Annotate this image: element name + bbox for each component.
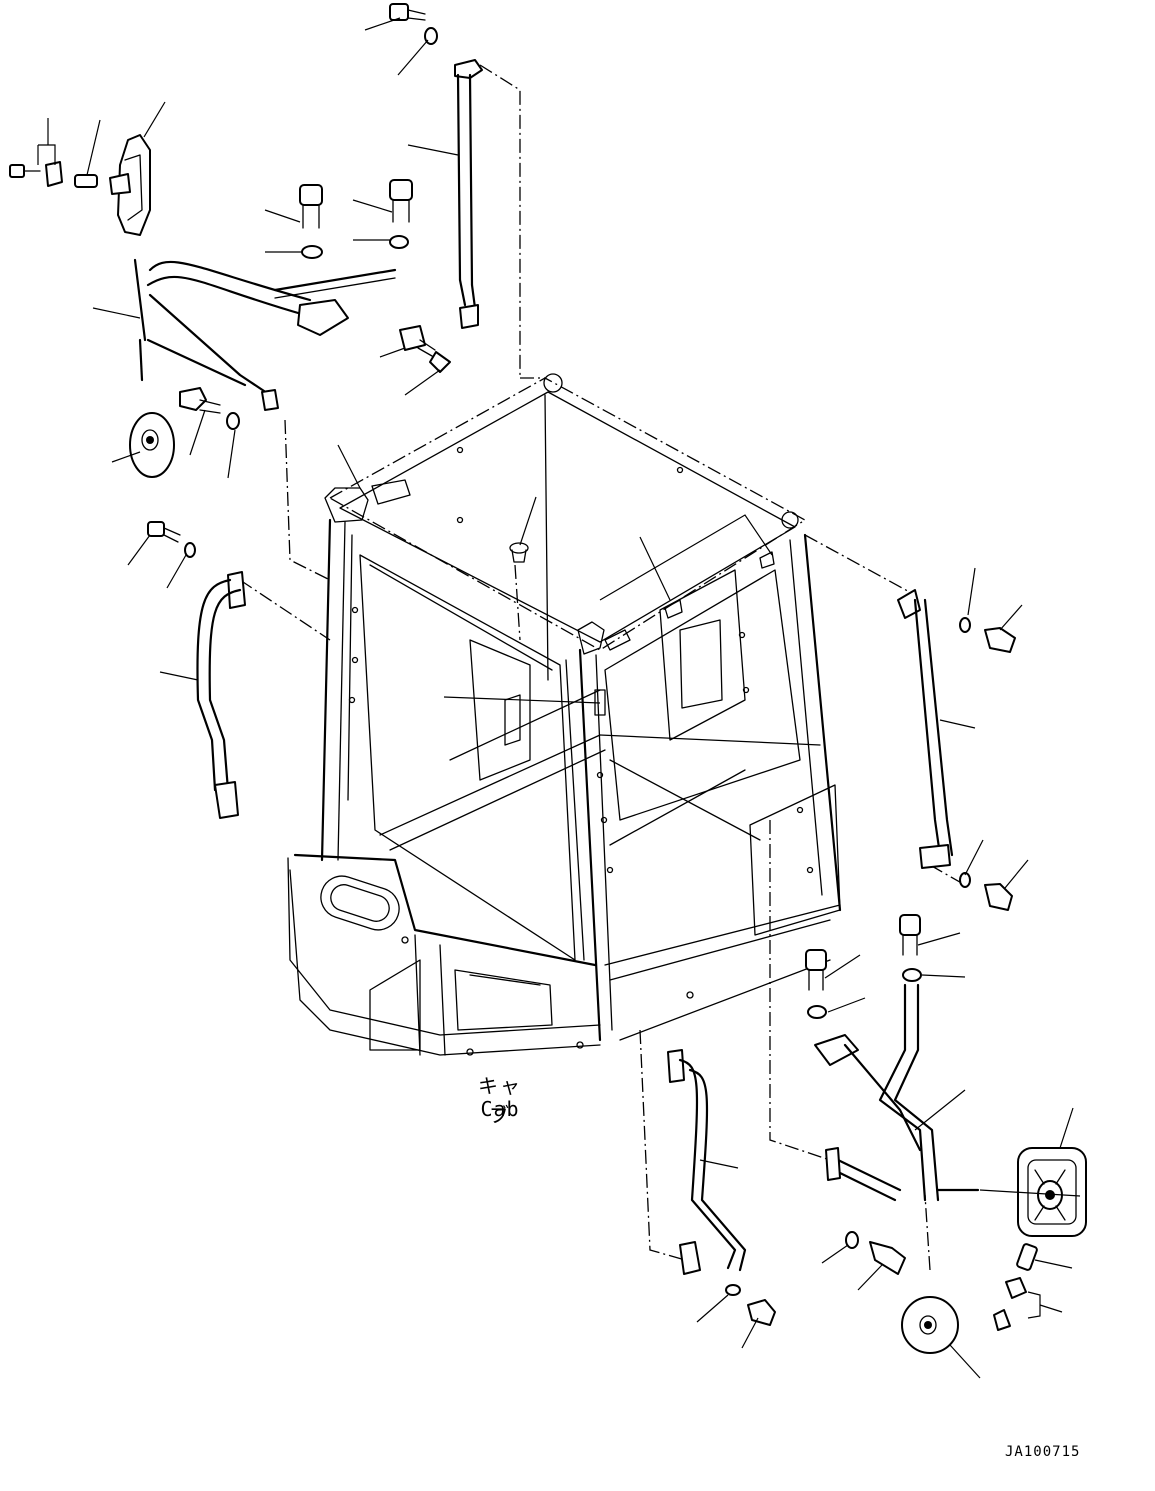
handrail-right [897, 589, 1016, 911]
phantom-lines [239, 64, 966, 1271]
handrail-left [147, 521, 246, 819]
cab-label-japanese: キャブ [478, 1074, 522, 1127]
mirror-assembly-right [805, 914, 1087, 1354]
drawing-id: JA100715 [1005, 1444, 1081, 1460]
handrail-bottom [667, 1049, 776, 1326]
cab-label-english: Cab [480, 1097, 520, 1121]
handrail-top [389, 3, 483, 373]
cab-frame [287, 373, 842, 1056]
leader-lines [37, 17, 1081, 1379]
mirror-assembly-left [9, 134, 413, 478]
